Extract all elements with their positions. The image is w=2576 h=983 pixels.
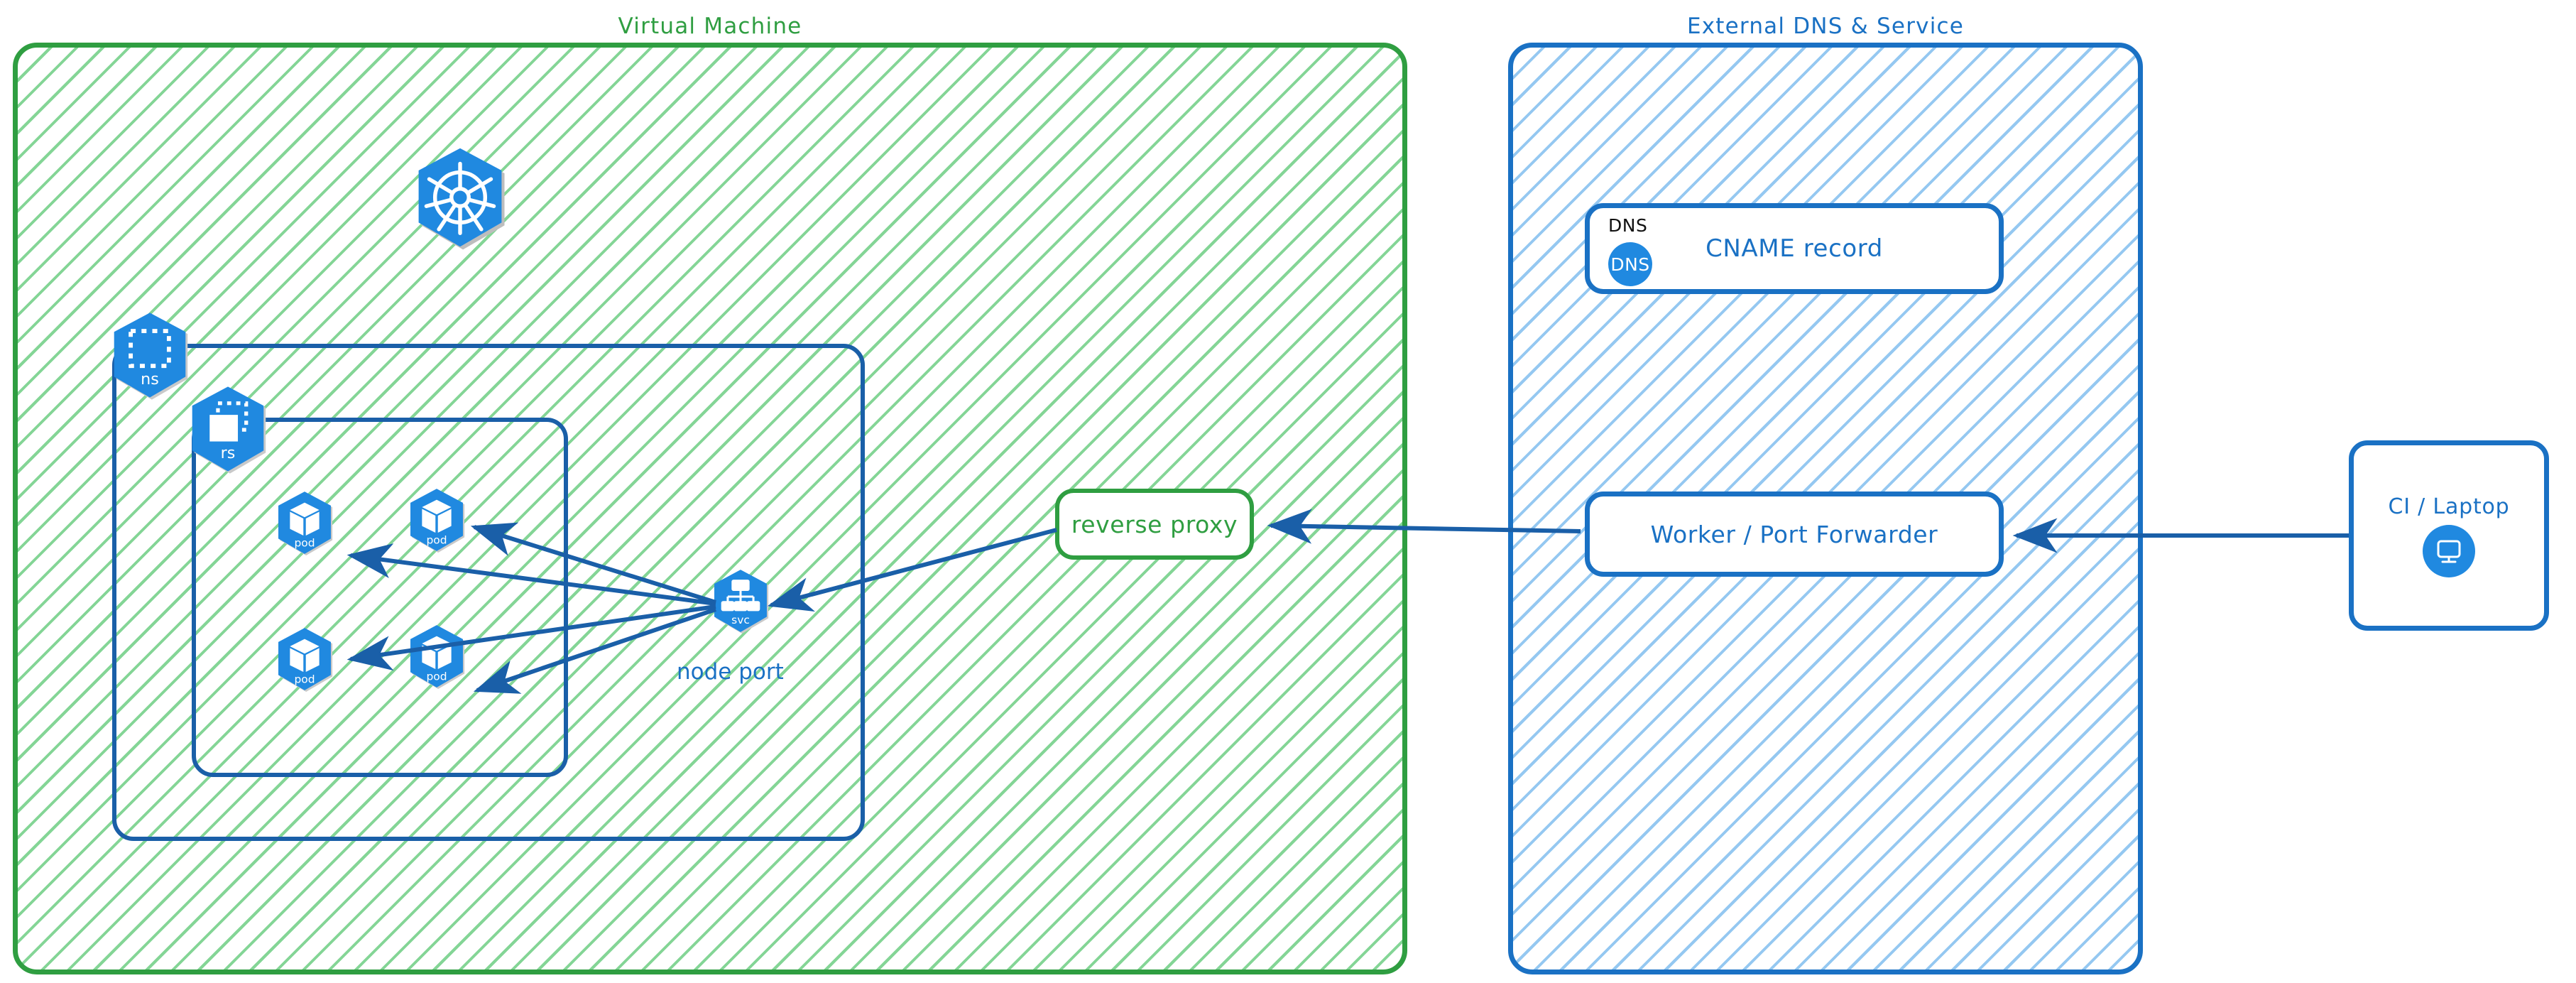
pod-4[interactable]: pod (406, 624, 467, 690)
virtual-machine-title: Virtual Machine (618, 13, 802, 39)
namespace-badge-label: ns (141, 370, 159, 389)
pod-4-label: pod (426, 670, 447, 683)
kubernetes-logo-icon (412, 146, 508, 250)
desktop-monitor-icon (2423, 524, 2475, 577)
ci-laptop-label: CI / Laptop (2388, 494, 2510, 519)
reverse-proxy-label: reverse proxy (1071, 510, 1238, 538)
pod-2[interactable]: pod (406, 487, 467, 553)
cname-record-label: CNAME record (1705, 234, 1883, 263)
pod-1[interactable]: pod (274, 490, 335, 556)
pod-3[interactable]: pod (274, 626, 335, 693)
node-port-caption: node port (677, 659, 784, 685)
ci-laptop-box[interactable]: CI / Laptop (2349, 440, 2549, 631)
dns-cname-card[interactable]: DNS DNS CNAME record (1585, 203, 2004, 294)
dns-icon: DNS (1608, 242, 1652, 286)
service-badge-label: svc (731, 614, 750, 626)
pod-2-label: pod (426, 534, 447, 547)
pod-1-label: pod (294, 537, 315, 550)
external-dns-service-title: External DNS & Service (1686, 13, 1965, 39)
service-svc-node[interactable]: svc (710, 568, 771, 634)
worker-port-forwarder-box[interactable]: Worker / Port Forwarder (1585, 492, 2004, 577)
replicaset-badge[interactable]: rs (186, 385, 270, 474)
namespace-badge[interactable]: ns (108, 311, 192, 400)
pod-3-label: pod (294, 673, 315, 686)
worker-port-forwarder-label: Worker / Port Forwarder (1650, 520, 1938, 548)
reverse-proxy-box[interactable]: reverse proxy (1055, 489, 1254, 560)
dns-kind-label: DNS (1608, 215, 1648, 236)
replicaset-badge-label: rs (221, 444, 236, 462)
